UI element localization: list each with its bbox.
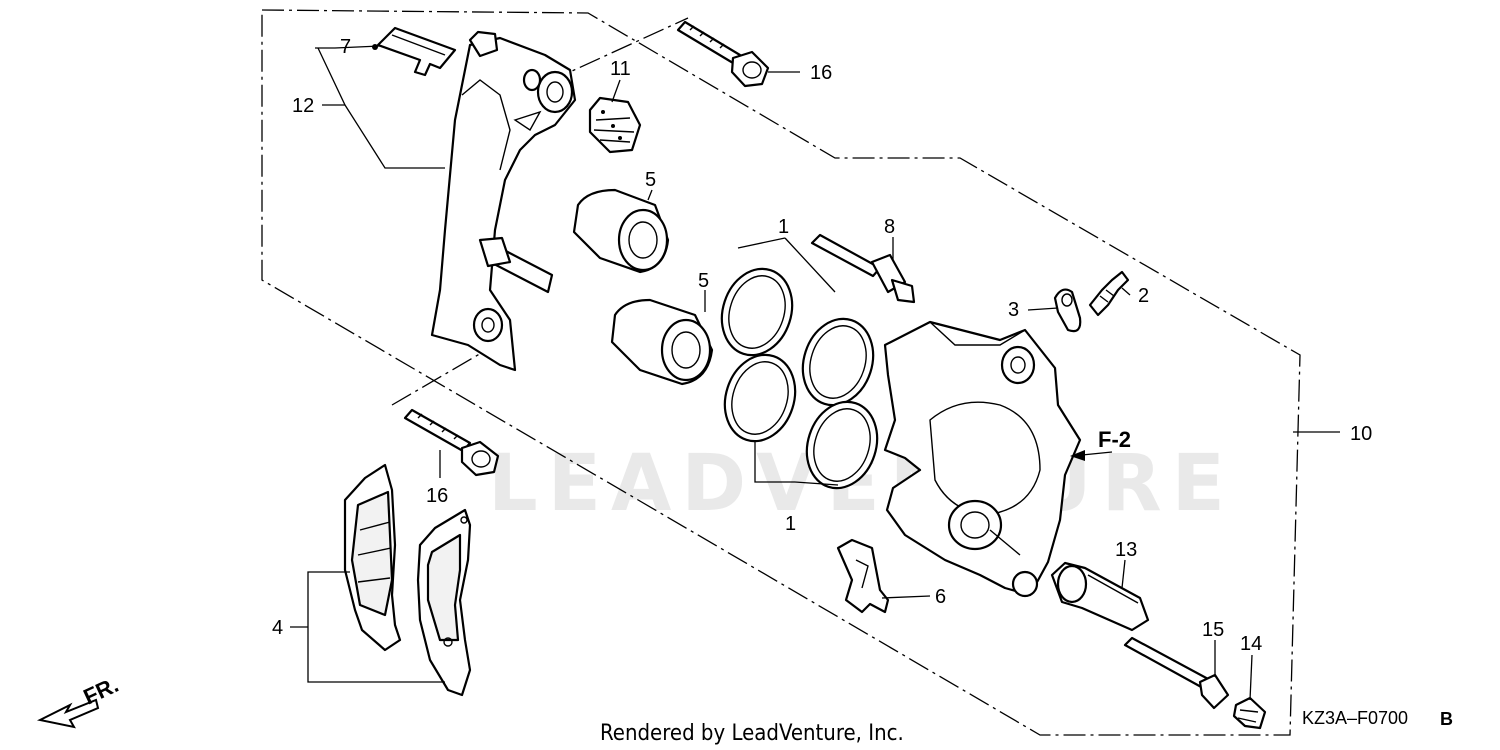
diagram-revision: B	[1440, 709, 1453, 729]
ref-f2: F-2	[1070, 427, 1131, 461]
callout-16-upper: 16	[810, 62, 832, 84]
ref-f2-label: F-2	[1098, 427, 1131, 452]
pad-spring-clip[interactable]	[372, 26, 457, 77]
bracket-bolt-lower[interactable]	[403, 408, 500, 477]
piston-seals[interactable]	[711, 260, 888, 498]
callout-7: 7	[340, 36, 351, 58]
caliper-body[interactable]	[883, 320, 1082, 598]
bleeder-cap[interactable]	[1053, 288, 1082, 333]
callout-4: 4	[272, 617, 283, 639]
bleeder-valve[interactable]	[1088, 270, 1130, 317]
pad-retainer[interactable]	[836, 538, 890, 614]
pad-pin[interactable]	[1123, 636, 1230, 710]
callout-15: 15	[1202, 619, 1224, 641]
caliper-bracket[interactable]	[430, 30, 577, 372]
callout-5-lower: 5	[698, 270, 709, 292]
callout-12: 10	[1350, 423, 1372, 445]
caliper-slide-pin[interactable]	[810, 233, 916, 304]
leader-lines	[290, 45, 1340, 701]
callout-16-lower: 16	[426, 485, 448, 507]
callout-5-upper: 5	[645, 169, 656, 191]
piston-upper[interactable]	[572, 188, 670, 274]
callout-11: 11	[610, 58, 631, 80]
diagram-code: KZ3A–F0700	[1302, 708, 1408, 728]
render-credit: Rendered by LeadVenture, Inc.	[600, 721, 904, 746]
front-direction-arrow: FR.	[36, 672, 122, 729]
pin-plug[interactable]	[1232, 696, 1267, 730]
callout-6: 6	[935, 586, 946, 608]
callout-3: 3	[1008, 299, 1019, 321]
callout-1-lower: 1	[785, 513, 796, 535]
callouts: 7 12 11 16 5 5 1 8 2 3 10 16 1 13 6 4 15…	[272, 36, 1372, 655]
callout-8: 8	[884, 216, 895, 238]
brake-pad-set[interactable]	[343, 463, 472, 697]
callout-2: 2	[1138, 285, 1149, 307]
callout-1-upper: 1	[778, 216, 789, 238]
callout-10: 13	[1115, 539, 1137, 561]
bracket-bolt-upper[interactable]	[676, 20, 770, 88]
assembly-boundary	[261, 9, 1301, 736]
callout-13: 12	[292, 95, 314, 117]
callout-14: 14	[1240, 633, 1262, 655]
pin-dust-boot[interactable]	[588, 96, 642, 154]
piston-lower[interactable]	[610, 298, 714, 386]
pin-with-boot[interactable]	[1050, 561, 1150, 632]
